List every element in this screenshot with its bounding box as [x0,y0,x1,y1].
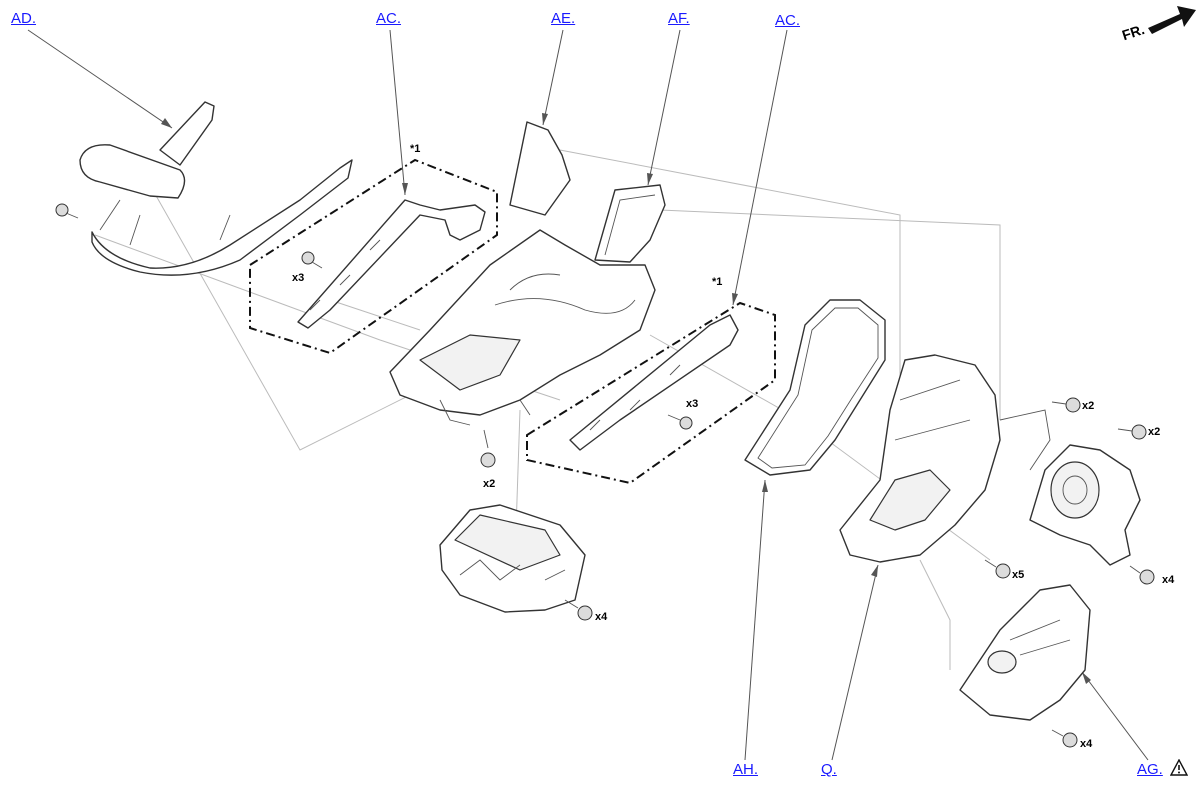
callout-af[interactable]: AF. [668,10,690,27]
callout-ad[interactable]: AD. [11,10,37,27]
callout-ae[interactable]: AE. [551,10,576,27]
clip-right-icon [667,414,693,430]
qty-right-upper-2: x2 [1148,426,1161,438]
armrest-trim-part [79,101,353,276]
shift-unit-part [439,504,586,613]
warning-triangle-icon [1170,759,1188,776]
qty-left-clip: x3 [292,272,305,284]
bolt-upper-right-1-icon [1051,397,1081,413]
switch-panel-part [594,184,666,263]
qty-right-clip: x3 [686,398,699,410]
qty-right-mid: x5 [1012,569,1025,581]
callout-q[interactable]: Q. [821,761,837,778]
qty-bottom-right: x4 [1080,738,1093,750]
bolt-left-icon [55,203,79,219]
qty-right-upper-1: x2 [1082,400,1095,412]
callout-ag[interactable]: AG. [1137,761,1163,778]
right-bracket-group [526,301,776,485]
callout-ac-left[interactable]: AC. [376,10,402,27]
clip-left-icon [301,251,323,269]
note-mark-left: *1 [410,143,421,155]
motor-assembly-part [1029,444,1141,566]
note-mark-right: *1 [712,276,723,288]
qty-center-bolt: x2 [483,478,496,490]
bolt-lower-icon [564,599,593,621]
bolt-mid-right-icon [984,559,1011,579]
callout-ah[interactable]: AH. [733,761,759,778]
gasket-part [744,299,886,476]
bolt-bottom-right-icon [1051,729,1078,748]
bolt-center-icon [480,429,496,468]
leader-lines [27,29,1149,761]
bolt-side-right-icon [1129,565,1155,585]
lower-housing-part [839,354,1051,563]
left-bracket-group [249,158,498,355]
callout-ac-right[interactable]: AC. [775,12,801,29]
direction-arrow-icon [1148,6,1196,34]
center-console-part [389,121,656,426]
fasteners [55,203,1155,748]
bolt-upper-right-2-icon [1117,424,1147,440]
qty-lower-bolt: x4 [595,611,608,623]
bezel-part [959,584,1091,721]
qty-right-side: x4 [1162,574,1175,586]
